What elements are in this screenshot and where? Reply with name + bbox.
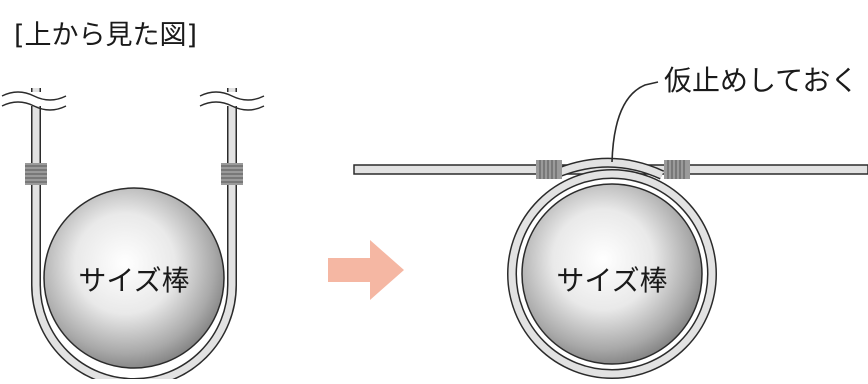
callout-leader-line [611, 81, 659, 163]
left-break-mark-2 [199, 91, 265, 111]
left-break-mark-1 [1, 91, 67, 111]
left-wire-wrap-1 [25, 163, 47, 185]
right-wire-wrap-2 [664, 160, 690, 179]
left-wire-wrap-2 [221, 163, 243, 185]
left-rod-label: サイズ棒 [78, 264, 189, 297]
right-size-rod [521, 183, 703, 365]
right-figure: サイズ棒 仮止めしておく [353, 64, 868, 379]
callout-label: 仮止めしておく [664, 64, 858, 97]
right-wire-wrap-1 [536, 160, 562, 179]
direction-arrow [328, 240, 404, 300]
left-size-rod [43, 187, 225, 369]
right-rod-label: サイズ棒 [556, 264, 667, 297]
left-figure: サイズ棒 [1, 88, 265, 384]
diagram-heading: [上から見た図] [14, 20, 197, 51]
